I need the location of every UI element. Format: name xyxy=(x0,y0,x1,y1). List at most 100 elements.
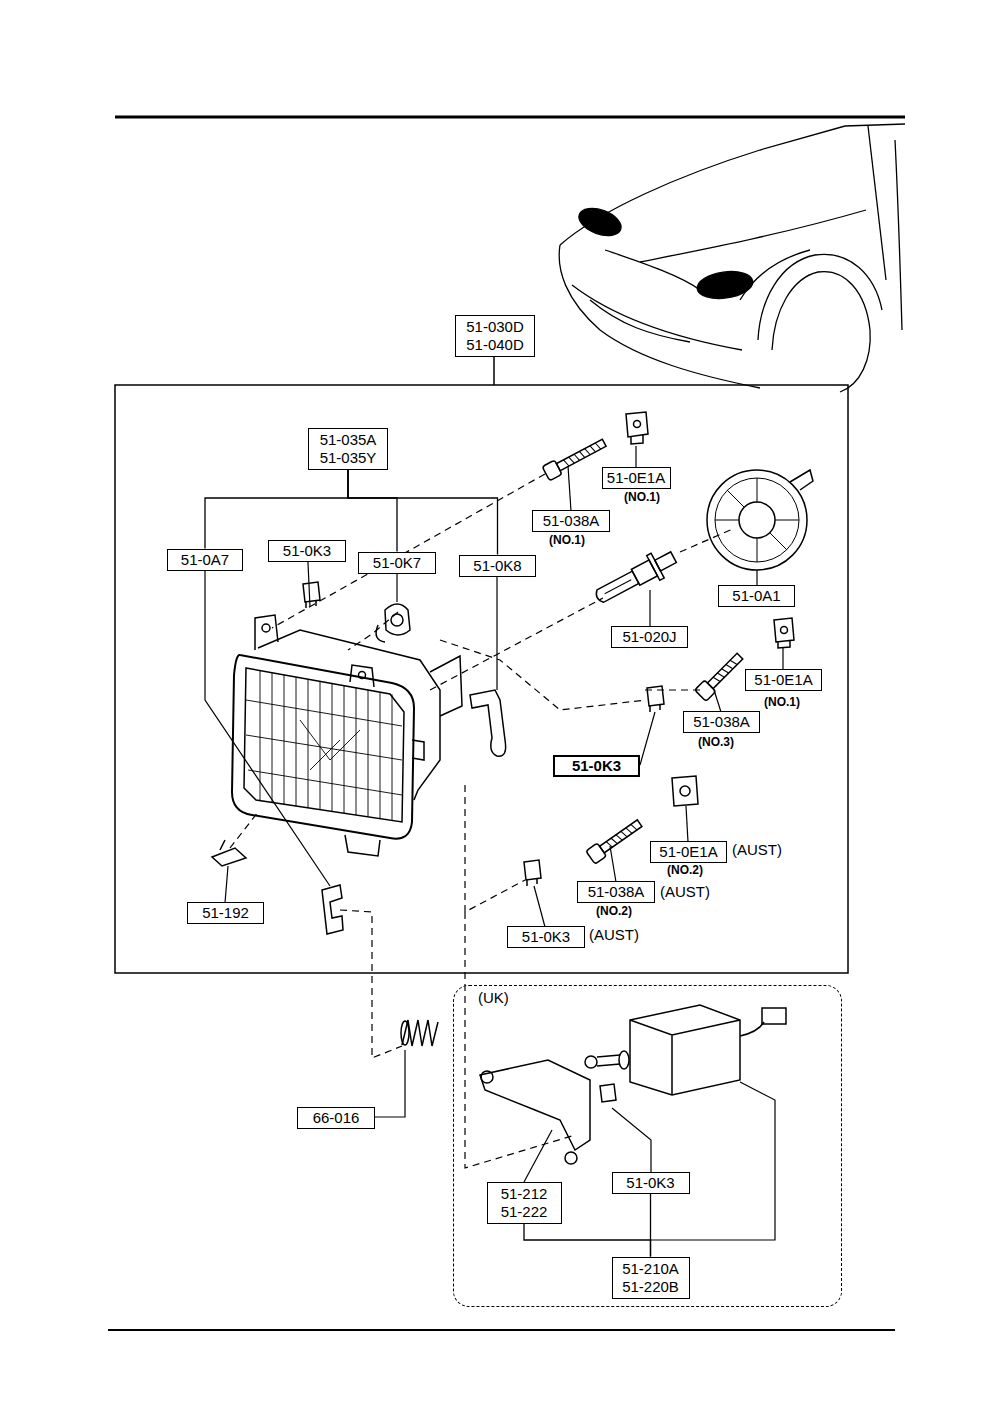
part-number-box: 51-020J xyxy=(611,626,688,648)
leader-line xyxy=(782,648,783,670)
part-number: 51-0K3 xyxy=(522,928,570,946)
car-outline xyxy=(575,203,625,241)
car-outline xyxy=(895,140,902,330)
screws-and-clips xyxy=(672,776,698,806)
uk-leveling-motor xyxy=(619,1051,629,1069)
screws-and-clips xyxy=(695,680,716,701)
page-rule xyxy=(108,117,905,1330)
headlamp-unit xyxy=(392,694,393,820)
uk-leveling-motor xyxy=(585,1056,597,1068)
car-outline xyxy=(758,254,882,340)
bracket-line xyxy=(348,470,397,552)
leader-line xyxy=(205,569,330,886)
part-number-box: 51-0A1 xyxy=(718,585,795,607)
part-number-box: 51-21251-222 xyxy=(487,1182,562,1224)
screws-and-clips xyxy=(212,840,246,866)
leader-line xyxy=(496,575,497,690)
car-outline xyxy=(559,245,760,388)
screws-and-clips xyxy=(695,650,746,701)
uk-leveling-motor xyxy=(402,1020,438,1046)
part-number: 51-035Y xyxy=(320,449,377,467)
part-number: 51-035A xyxy=(320,431,377,449)
screws-and-clips xyxy=(586,843,607,864)
variant-note: (NO.1) xyxy=(548,533,586,547)
part-number: 51-020J xyxy=(622,628,676,646)
headlamp-unit xyxy=(345,835,380,856)
dashed-guide-line xyxy=(272,474,545,628)
screws-and-clips xyxy=(563,442,600,467)
headlamp-unit xyxy=(356,688,357,815)
bulb-and-cover xyxy=(631,560,657,585)
uk-leveling-motor xyxy=(630,1020,740,1095)
part-number: 51-222 xyxy=(501,1203,548,1221)
screws-and-clips xyxy=(586,817,644,865)
part-number-box: 51-038A xyxy=(683,711,760,733)
uk-leveling-motor xyxy=(401,1005,786,1164)
variant-note: (NO.2) xyxy=(666,863,704,877)
part-number: 51-0K3 xyxy=(572,757,621,775)
part-number: 51-040D xyxy=(466,336,524,354)
leader-line xyxy=(375,1050,405,1117)
part-number: 51-0K8 xyxy=(473,557,521,575)
part-number: 51-210A xyxy=(622,1260,679,1278)
region-label: (UK) xyxy=(476,989,511,1007)
assembly-frame xyxy=(115,385,848,973)
screws-and-clips xyxy=(600,820,642,853)
screws-and-clips xyxy=(680,786,690,796)
screws-and-clips xyxy=(626,412,648,444)
bulb-and-cover xyxy=(591,545,681,610)
part-number: 51-0K3 xyxy=(283,542,331,560)
leader-line xyxy=(225,866,228,903)
part-number-box: 51-0K3 xyxy=(553,755,640,777)
assembly-frame xyxy=(493,357,495,385)
uk-leveling-motor xyxy=(597,1055,620,1066)
headlamp-unit xyxy=(246,671,402,821)
screws-and-clips xyxy=(303,582,320,608)
screws-and-clips xyxy=(556,439,606,470)
bulb-and-cover xyxy=(591,470,813,610)
variant-note: (AUST) xyxy=(731,841,783,859)
part-number-box: 51-192 xyxy=(187,902,264,924)
headlamp-unit xyxy=(255,615,278,650)
bulb-and-cover xyxy=(605,580,631,594)
part-number: 51-0E1A xyxy=(607,469,665,487)
headlamp-unit xyxy=(308,679,309,808)
screws-and-clips xyxy=(774,618,794,648)
dashed-guide-line xyxy=(340,910,402,1058)
leader-line xyxy=(534,886,545,927)
part-number: 51-0E1A xyxy=(659,843,717,861)
leader-line xyxy=(649,590,650,627)
headlamp-unit xyxy=(246,700,402,726)
screws-and-clips xyxy=(542,436,608,481)
leader-line xyxy=(524,1130,552,1182)
leader-line xyxy=(686,806,688,842)
uk-leveling-motor xyxy=(740,1022,764,1036)
car-outline xyxy=(559,124,905,392)
part-number: 51-0A1 xyxy=(732,587,780,605)
headlamp-unit xyxy=(296,677,297,806)
page-rule xyxy=(115,116,905,119)
leader-line xyxy=(651,1082,775,1240)
page-rule xyxy=(108,1329,895,1331)
leader-line xyxy=(635,446,636,468)
headlamp-unit xyxy=(368,690,369,817)
part-number: 51-038A xyxy=(588,883,645,901)
car-outline xyxy=(845,124,905,126)
screws-and-clips xyxy=(542,460,562,481)
headlamp-unit xyxy=(412,740,424,760)
headlamp-unit xyxy=(244,668,404,822)
variant-note: (NO.2) xyxy=(595,904,633,918)
headlamp-unit xyxy=(300,720,360,770)
headlamp-unit xyxy=(380,692,381,819)
uk-leveling-motor xyxy=(401,1021,409,1045)
leader-line xyxy=(568,466,571,511)
bracket-line xyxy=(650,1194,651,1257)
screws-and-clips xyxy=(713,659,737,683)
bulb-and-cover xyxy=(715,478,799,562)
screws-and-clips xyxy=(634,421,641,428)
variant-note: (NO.1) xyxy=(623,490,661,504)
bracket-line xyxy=(524,1224,651,1257)
bracket-line xyxy=(205,470,348,549)
dashed-guide-line xyxy=(440,640,646,710)
